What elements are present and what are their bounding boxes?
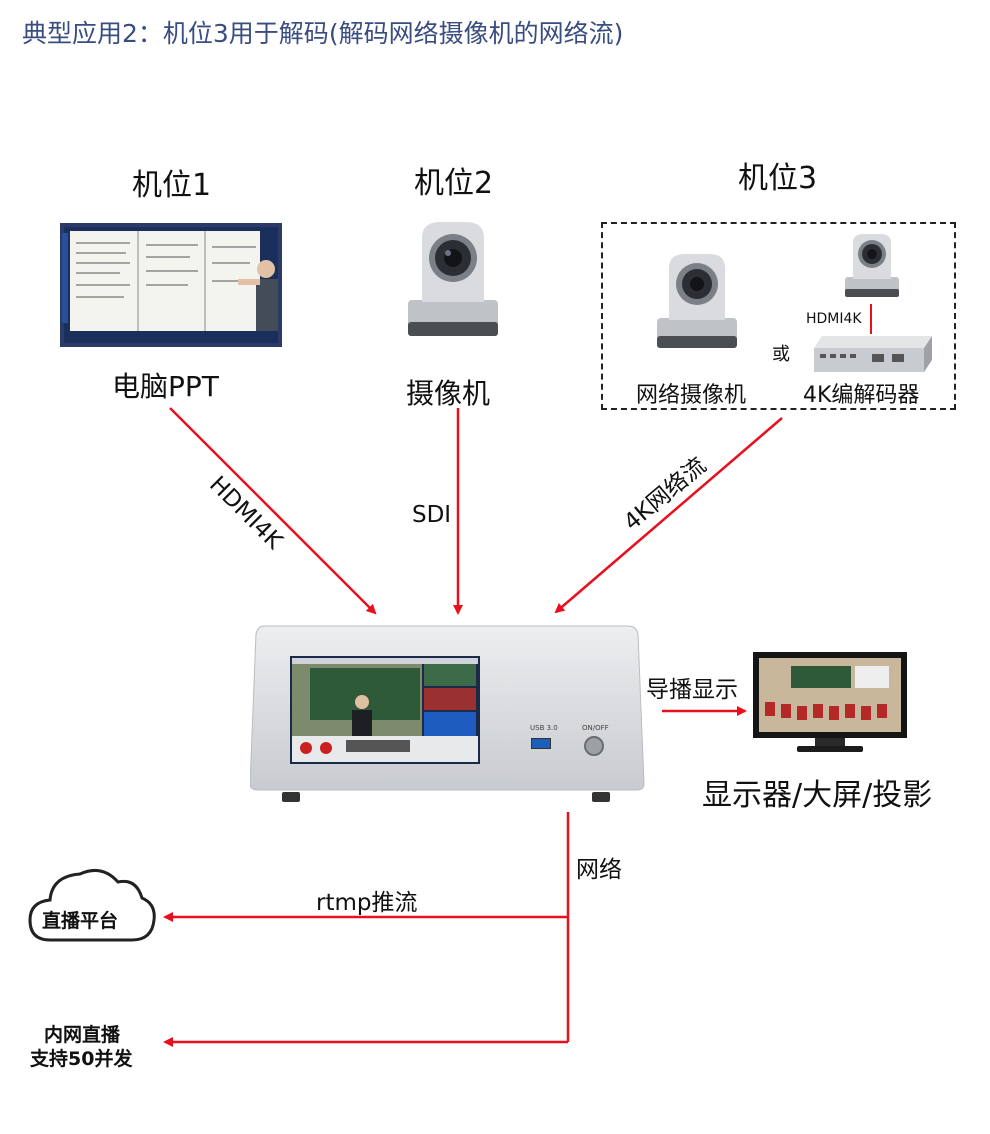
- power-button-label: ON/OFF: [582, 724, 609, 732]
- director-display-label: 导播显示: [646, 677, 738, 703]
- ptz-camera-image: [408, 222, 498, 336]
- director-device: USB 3.0 ON/OFF: [250, 624, 645, 802]
- position-3-label: 机位3: [738, 161, 818, 196]
- computer-ppt-label: 电脑PPT: [112, 370, 219, 403]
- position-2-label: 机位2: [414, 166, 494, 201]
- live-platform-label: 直播平台: [42, 910, 119, 932]
- encoder-decoder-label: 4K编解码器: [803, 383, 920, 408]
- director-device-body: [250, 625, 645, 802]
- usb-port-icon: [531, 738, 551, 749]
- encoder-decoder-image: [814, 336, 932, 372]
- small-camera-image: [845, 234, 899, 297]
- power-button-icon: [584, 736, 604, 756]
- network-camera-label: 网络摄像机: [636, 383, 747, 408]
- display-monitor-image: [753, 652, 907, 752]
- computer-ppt-image: [60, 223, 282, 347]
- rtmp-push-label: rtmp推流: [316, 890, 418, 916]
- usb-port-label: USB 3.0: [530, 724, 558, 732]
- intranet-live-label-line1: 内网直播: [44, 1024, 121, 1046]
- cloud-icon: [28, 868, 156, 942]
- network-label: 网络: [576, 857, 622, 883]
- hdmi4k-arrow: [169, 407, 377, 615]
- position-1-label: 机位1: [132, 168, 212, 203]
- network-camera-image: [657, 254, 737, 348]
- sdi-link-label: SDI: [412, 502, 452, 528]
- net-stream-arrow: [554, 417, 783, 614]
- page-title: 典型应用2：机位3用于解码(解码网络摄像机的网络流): [22, 19, 624, 48]
- camera-label: 摄像机: [406, 377, 491, 410]
- intranet-live-label-line2: 支持50并发: [30, 1048, 133, 1070]
- position-3-group-box: [601, 222, 956, 410]
- display-label: 显示器/大屏/投影: [702, 778, 933, 813]
- hdmi4k-small-label: HDMI4K: [806, 311, 862, 327]
- or-label: 或: [772, 344, 790, 365]
